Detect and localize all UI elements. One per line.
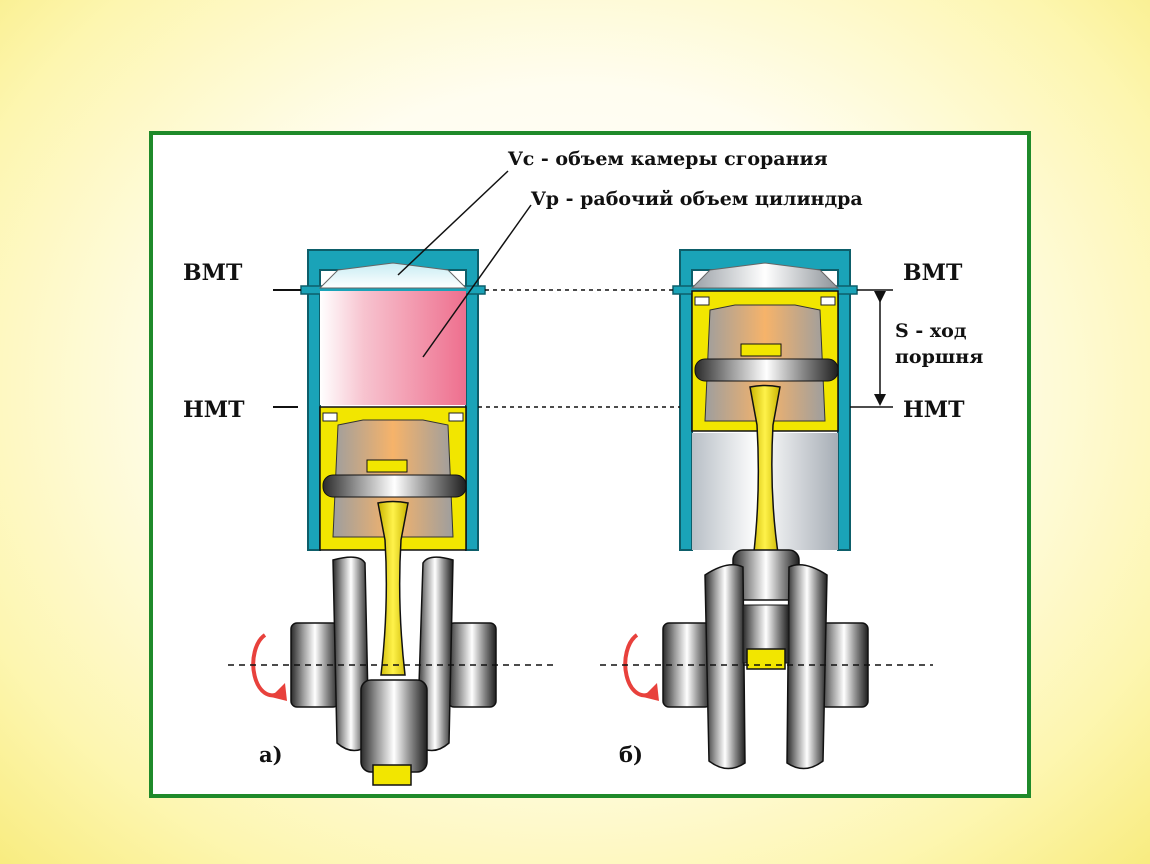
combustion-chamber-a (318, 262, 468, 289)
caption-a: а) (259, 742, 283, 767)
cylinder-wall-b (679, 249, 851, 551)
vc-leader-line (397, 170, 509, 276)
vc-label: Vc - объем камеры сгорания (507, 148, 828, 170)
connecting-rod-b (749, 384, 781, 561)
engine-b (600, 249, 933, 770)
crankshaft-b (662, 549, 869, 770)
connecting-rod-a (377, 500, 409, 676)
engine-a (228, 249, 558, 786)
engine-diagram: Vc - объем камеры сгорания Vp - рабочий … (183, 148, 983, 786)
diagram-frame: Vc - объем камеры сгорания Vp - рабочий … (149, 131, 1031, 798)
vmt-label-left: ВМТ (183, 260, 243, 286)
reference-lines (273, 289, 893, 408)
vmt-label-right: ВМТ (903, 260, 963, 286)
nmt-label-left: НМТ (183, 397, 245, 423)
stroke-label-line2: поршня (895, 346, 983, 368)
rotation-arrow-a (251, 633, 281, 698)
piston-pin-a (322, 474, 467, 498)
vp-leader-line (422, 204, 532, 358)
rotation-arrow-b (623, 633, 653, 698)
stroke-label-line1: S - ход (895, 320, 967, 342)
cylinder-wall-a (307, 249, 479, 551)
nmt-label-right: НМТ (903, 397, 965, 423)
piston-pin-b (694, 358, 839, 382)
working-volume-a (320, 291, 466, 405)
vp-label: Vp - рабочий объем цилиндра (530, 188, 863, 210)
caption-b: б) (619, 742, 643, 767)
combustion-chamber-b (690, 262, 840, 289)
